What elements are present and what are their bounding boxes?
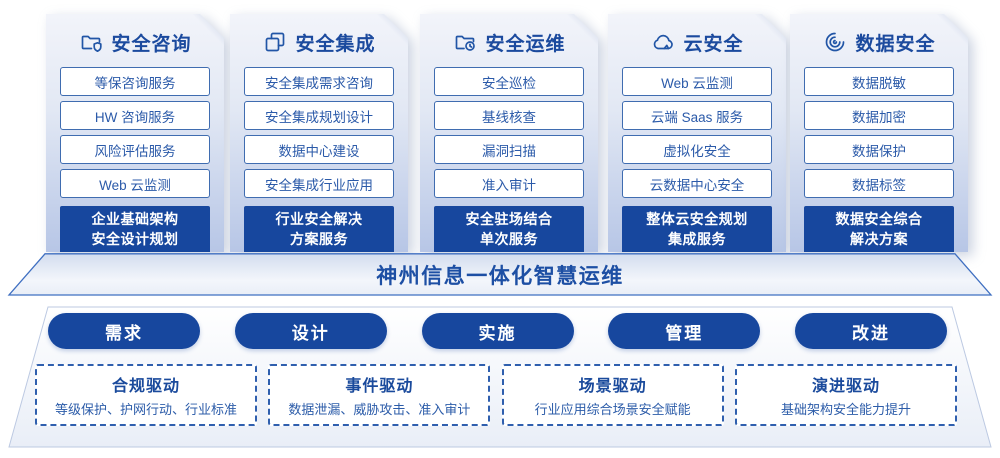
card-cloud-security: 云安全 Web 云监测 云端 Saas 服务 虚拟化安全 云数据中心安全 整体云… bbox=[608, 14, 786, 252]
banner-title: 神州信息一体化智慧运维 bbox=[376, 264, 624, 288]
driver-description: 数据泄漏、威胁攻击、准入审计 bbox=[288, 402, 471, 417]
solution-line: 安全设计规划 bbox=[91, 231, 179, 247]
card-title-label: 安全咨询 bbox=[111, 33, 192, 55]
card-background: 安全咨询 等保咨询服务 HW 咨询服务 风险评估服务 Web 云监测 企业基础架… bbox=[46, 14, 224, 252]
service-item: 等保咨询服务 bbox=[60, 67, 210, 96]
card-title-label: 安全运维 bbox=[485, 33, 566, 55]
service-item: 基线核查 bbox=[434, 101, 584, 130]
solution-line: 集成服务 bbox=[668, 231, 726, 247]
driver-incident: 事件驱动 数据泄漏、威胁攻击、准入审计 bbox=[268, 364, 491, 426]
card-background: 安全运维 安全巡检 基线核查 漏洞扫描 准入审计 安全驻场结合 单次服务 bbox=[420, 14, 598, 252]
service-item: 安全巡检 bbox=[434, 67, 584, 96]
driver-title: 场景驱动 bbox=[578, 378, 647, 395]
solution-line: 整体云安全规划 bbox=[646, 211, 748, 228]
service-item: HW 咨询服务 bbox=[60, 101, 210, 130]
card-security-integration: 安全集成 安全集成需求咨询 安全集成规划设计 数据中心建设 安全集成行业应用 行… bbox=[230, 14, 408, 252]
card-header: 安全运维 bbox=[420, 27, 598, 57]
drivers-row: 合规驱动 等级保护、护网行动、行业标准 事件驱动 数据泄漏、威胁攻击、准入审计 … bbox=[35, 364, 957, 426]
driver-title: 事件驱动 bbox=[345, 378, 414, 395]
service-item: 数据脱敏 bbox=[804, 67, 954, 96]
service-item: 漏洞扫描 bbox=[434, 135, 584, 164]
service-item: 云端 Saas 服务 bbox=[622, 101, 772, 130]
solution-box: 整体云安全规划 集成服务 bbox=[622, 206, 772, 254]
driver-title: 合规驱动 bbox=[111, 378, 180, 395]
driver-evolution: 演进驱动 基础架构安全能力提升 bbox=[734, 364, 957, 426]
card-data-security: 数据安全 数据脱敏 数据加密 数据保护 数据标签 数据安全综合 解决方案 bbox=[790, 14, 968, 252]
service-list: 数据脱敏 数据加密 数据保护 数据标签 bbox=[790, 67, 968, 198]
card-title-label: 安全集成 bbox=[295, 33, 376, 55]
service-item: 准入审计 bbox=[434, 169, 584, 198]
card-header: 安全咨询 bbox=[46, 27, 224, 57]
folder-shield-icon bbox=[78, 29, 104, 55]
service-list: 安全集成需求咨询 安全集成规划设计 数据中心建设 安全集成行业应用 bbox=[230, 67, 408, 198]
process-step-implementation: 实施 bbox=[421, 313, 574, 349]
service-item: 数据加密 bbox=[804, 101, 954, 130]
service-item: 安全集成需求咨询 bbox=[244, 67, 394, 96]
solution-line: 企业基础架构 bbox=[91, 211, 179, 228]
folder-clock-icon bbox=[452, 29, 478, 55]
stacked-documents-icon bbox=[262, 29, 288, 55]
service-list: Web 云监测 云端 Saas 服务 虚拟化安全 云数据中心安全 bbox=[608, 67, 786, 198]
card-header: 数据安全 bbox=[790, 27, 968, 57]
service-item: 数据标签 bbox=[804, 169, 954, 198]
driver-compliance: 合规驱动 等级保护、护网行动、行业标准 bbox=[35, 364, 257, 426]
card-header: 安全集成 bbox=[230, 27, 408, 57]
service-item: 风险评估服务 bbox=[60, 135, 210, 164]
driver-description: 基础架构安全能力提升 bbox=[780, 402, 911, 417]
card-background: 数据安全 数据脱敏 数据加密 数据保护 数据标签 数据安全综合 解决方案 bbox=[790, 14, 968, 252]
solution-box: 数据安全综合 解决方案 bbox=[804, 206, 954, 254]
service-item: 数据中心建设 bbox=[244, 135, 394, 164]
service-item: 安全集成规划设计 bbox=[244, 101, 394, 130]
process-step-design: 设计 bbox=[234, 313, 387, 349]
cloud-security-icon bbox=[650, 29, 676, 55]
driver-title: 演进驱动 bbox=[811, 378, 880, 395]
card-security-operations: 安全运维 安全巡检 基线核查 漏洞扫描 准入审计 安全驻场结合 单次服务 bbox=[420, 14, 598, 252]
platform-banner: 神州信息一体化智慧运维 bbox=[0, 253, 1000, 296]
card-title-label: 数据安全 bbox=[855, 33, 936, 55]
solution-line: 单次服务 bbox=[480, 231, 538, 247]
card-header: 云安全 bbox=[608, 27, 786, 57]
card-title-label: 云安全 bbox=[683, 33, 744, 55]
card-security-consulting: 安全咨询 等保咨询服务 HW 咨询服务 风险评估服务 Web 云监测 企业基础架… bbox=[46, 14, 224, 252]
solution-box: 行业安全解决 方案服务 bbox=[244, 206, 394, 254]
solution-box: 安全驻场结合 单次服务 bbox=[434, 206, 584, 254]
solution-line: 解决方案 bbox=[850, 231, 908, 247]
service-item: 安全集成行业应用 bbox=[244, 169, 394, 198]
service-list: 等保咨询服务 HW 咨询服务 风险评估服务 Web 云监测 bbox=[46, 67, 224, 198]
service-item: Web 云监测 bbox=[60, 169, 210, 198]
fingerprint-icon bbox=[822, 29, 848, 55]
process-step-improvement: 改进 bbox=[795, 313, 947, 349]
solution-line: 行业安全解决 bbox=[275, 211, 363, 228]
driver-description: 行业应用综合场景安全赋能 bbox=[534, 402, 691, 417]
service-item: 数据保护 bbox=[804, 135, 954, 164]
card-background: 云安全 Web 云监测 云端 Saas 服务 虚拟化安全 云数据中心安全 整体云… bbox=[608, 14, 786, 252]
driver-scenario: 场景驱动 行业应用综合场景安全赋能 bbox=[501, 364, 724, 426]
service-item: 云数据中心安全 bbox=[622, 169, 772, 198]
solution-line: 安全驻场结合 bbox=[465, 211, 553, 228]
solution-box: 企业基础架构 安全设计规划 bbox=[60, 206, 210, 254]
service-list: 安全巡检 基线核查 漏洞扫描 准入审计 bbox=[420, 67, 598, 198]
card-background: 安全集成 安全集成需求咨询 安全集成规划设计 数据中心建设 安全集成行业应用 行… bbox=[230, 14, 408, 252]
process-step-management: 管理 bbox=[608, 313, 761, 349]
service-item: Web 云监测 bbox=[622, 67, 772, 96]
solution-line: 方案服务 bbox=[290, 231, 348, 247]
service-item: 虚拟化安全 bbox=[622, 135, 772, 164]
process-step-demand: 需求 bbox=[48, 313, 200, 349]
driver-description: 等级保护、护网行动、行业标准 bbox=[54, 402, 237, 417]
process-steps-row: 需求 设计 实施 管理 改进 bbox=[48, 313, 947, 349]
banner-trapezoid-shape bbox=[7, 253, 993, 296]
solution-line: 数据安全综合 bbox=[835, 211, 923, 228]
